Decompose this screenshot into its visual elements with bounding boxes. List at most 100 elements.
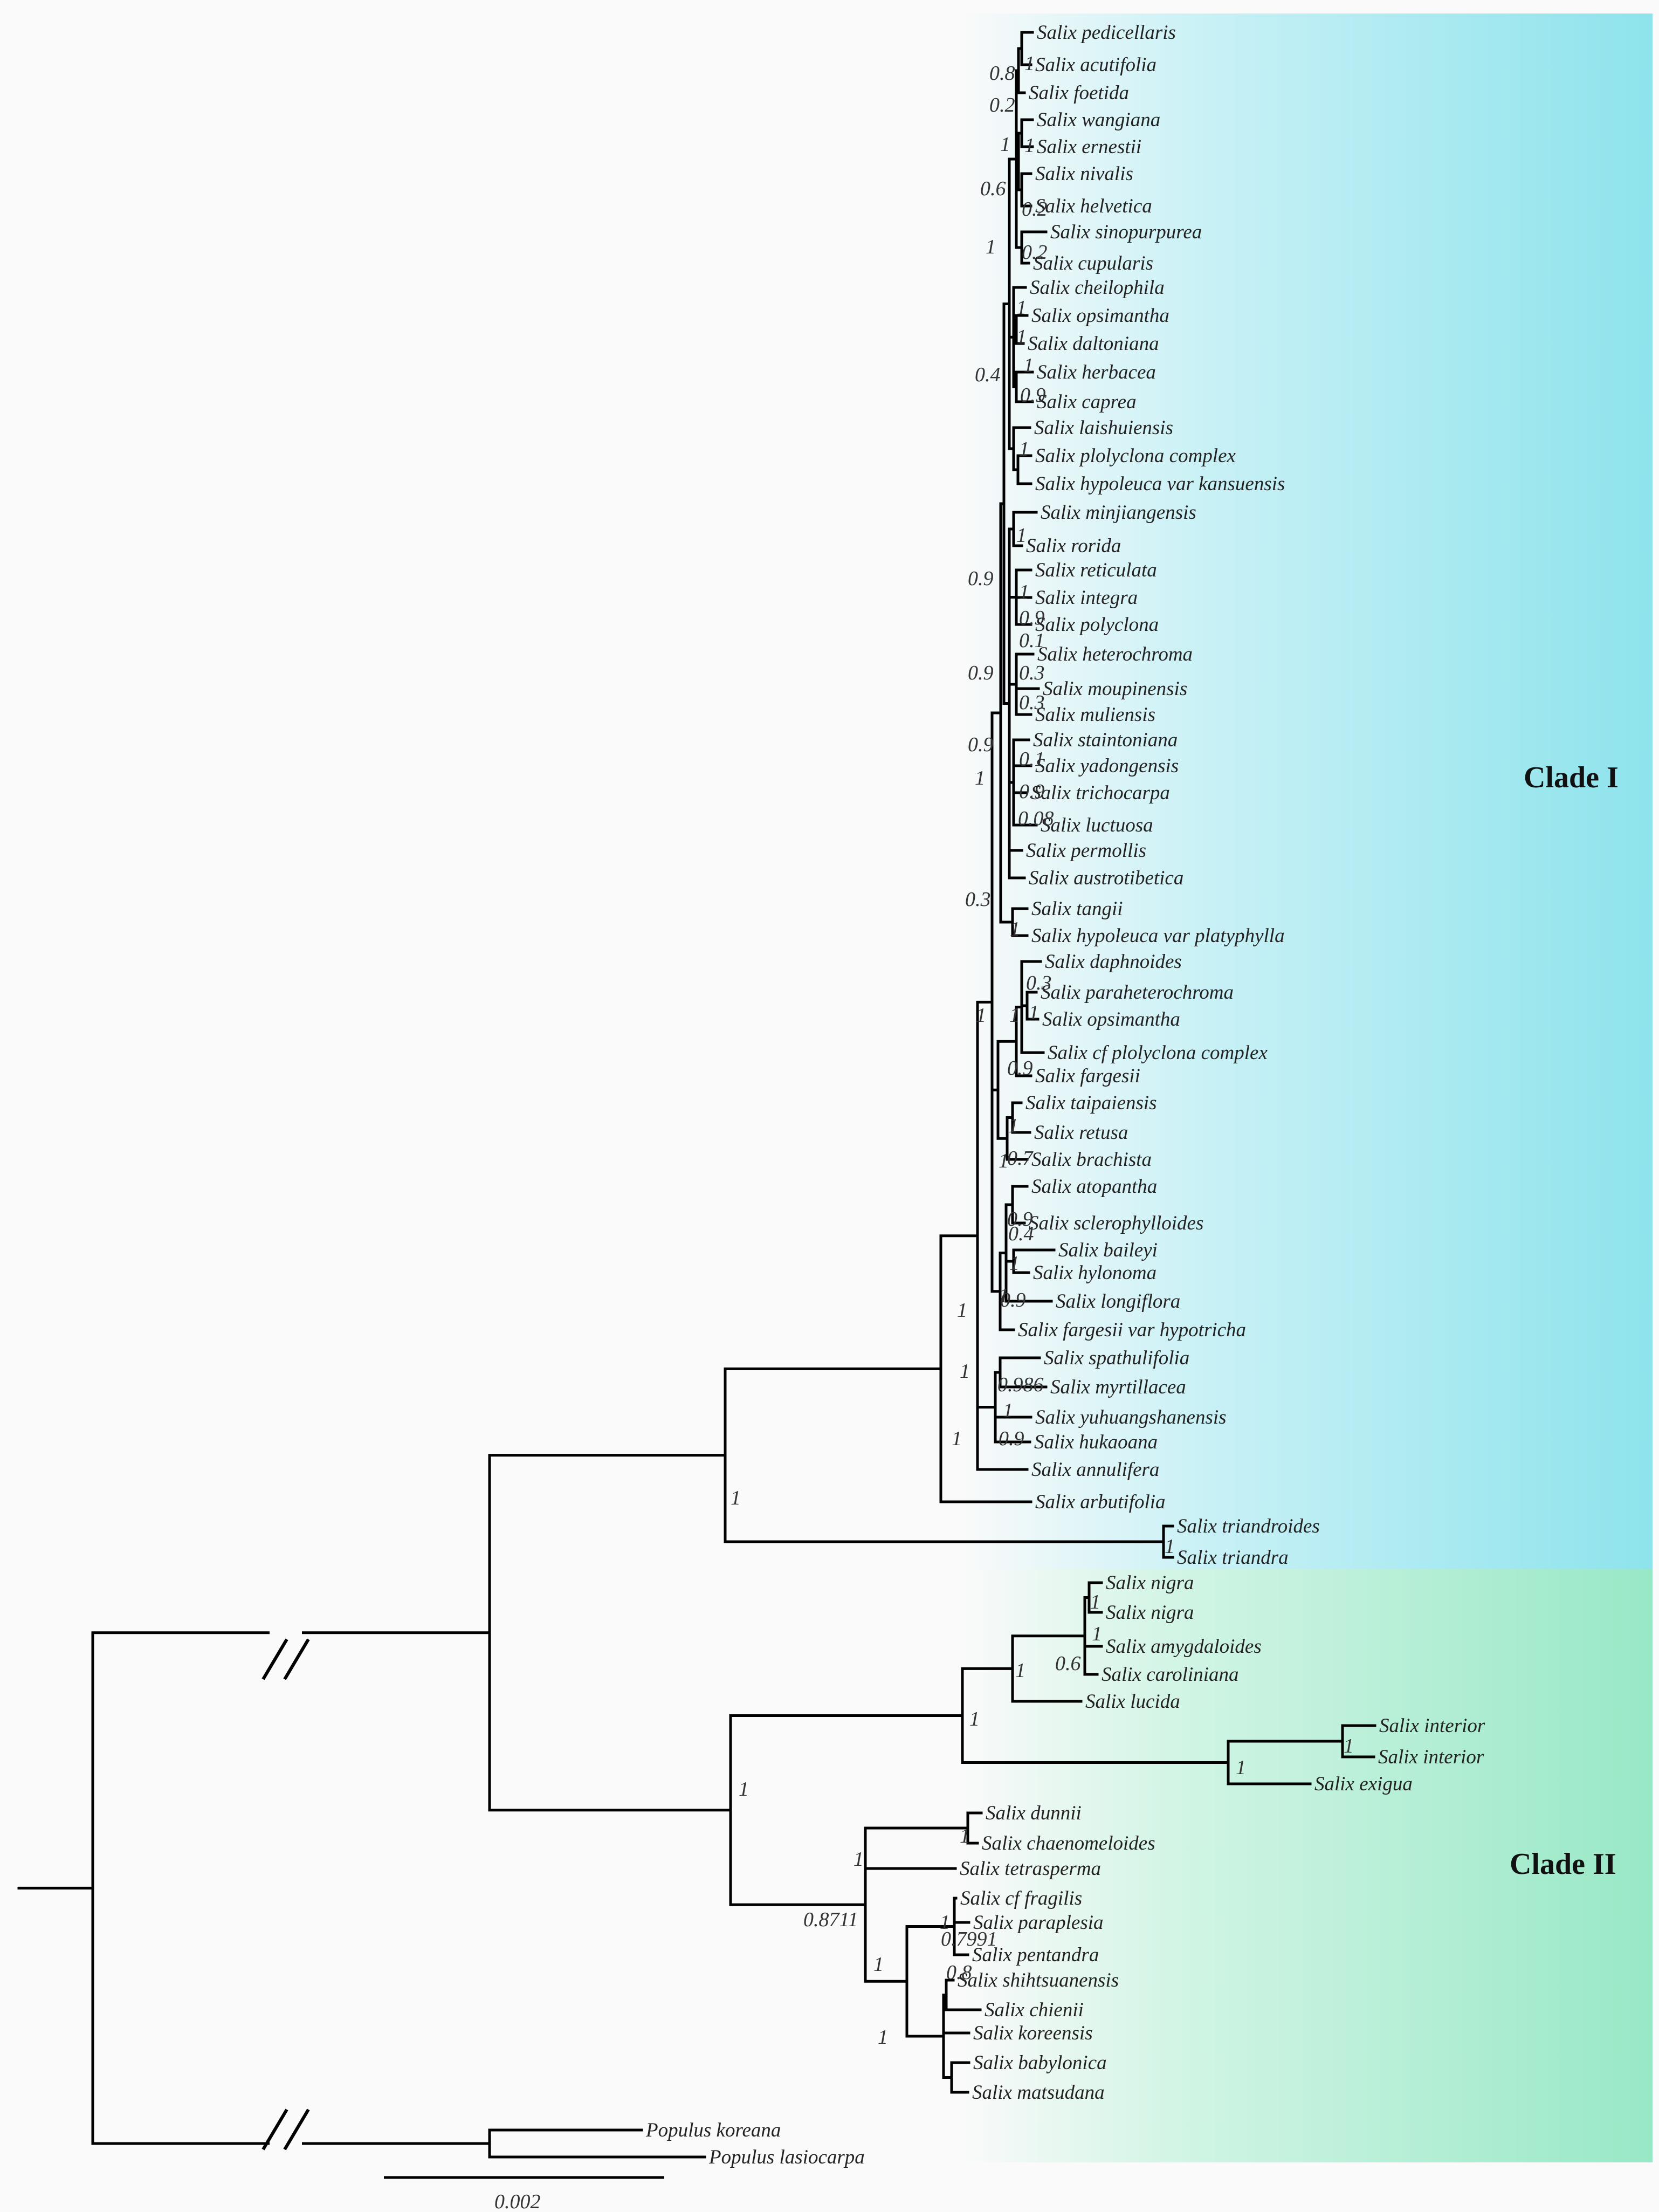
taxon-label: Salix wangiana: [1037, 109, 1160, 131]
support-value: 1: [1092, 1623, 1102, 1645]
taxon-label: Salix arbutifolia: [1035, 1491, 1166, 1513]
clade-1-label: Clade I: [1524, 761, 1619, 794]
support-value: 0.9: [968, 662, 994, 684]
support-value: 1: [1000, 133, 1010, 156]
support-value: 1: [731, 1487, 741, 1509]
taxon-label: Salix exigua: [1314, 1773, 1413, 1795]
tree-branches: [17, 31, 1376, 2159]
taxon-label: Salix daltoniana: [1028, 333, 1159, 355]
support-value: 0.9: [968, 733, 994, 756]
support-value: 1: [1003, 1399, 1013, 1422]
taxon-label: Salix pentandra: [972, 1944, 1099, 1966]
support-value: 1: [940, 1911, 950, 1934]
support-value: 0.3: [1026, 972, 1052, 994]
taxon-label: Salix herbacea: [1037, 361, 1156, 383]
taxon-label: Salix caroliniana: [1102, 1664, 1239, 1686]
taxon-label: Salix foetida: [1029, 82, 1129, 104]
taxon-label: Salix staintoniana: [1033, 729, 1178, 751]
support-value: 0.08: [1018, 807, 1054, 830]
taxon-label: Salix retusa: [1034, 1122, 1128, 1144]
taxon-label: Populus koreana: [645, 2119, 781, 2141]
support-value: 1: [957, 1299, 967, 1322]
taxon-label: Salix dunnii: [986, 1802, 1082, 1824]
support-value: 1: [976, 1004, 986, 1027]
support-value: 1: [878, 2026, 888, 2049]
support-value: 0.2: [1022, 241, 1048, 264]
support-value: 1: [873, 1953, 884, 1976]
support-value: 1: [952, 1427, 962, 1450]
taxon-label: Salix amygdaloides: [1106, 1636, 1262, 1658]
taxon-label: Salix shihtsuanensis: [958, 1969, 1119, 1991]
taxon-label: Salix laishuiensis: [1034, 417, 1173, 439]
support-value: 0.7: [1007, 1147, 1034, 1170]
taxon-label: Salix yadongensis: [1035, 755, 1179, 777]
taxon-label: Salix helvetica: [1035, 195, 1152, 217]
axis-break-mark: [261, 1638, 288, 1680]
support-value: 0.8: [989, 62, 1015, 85]
taxon-label: Salix lucida: [1085, 1691, 1180, 1713]
taxon-label: Salix longiflora: [1056, 1290, 1180, 1313]
taxon-label: Salix atopantha: [1031, 1176, 1157, 1198]
support-value: 1: [1016, 326, 1027, 348]
support-value: 0.9: [1007, 1057, 1033, 1080]
support-value: 0.6: [1055, 1652, 1081, 1675]
taxon-label: Salix reticulata: [1035, 559, 1157, 581]
support-value: 0.8711: [803, 1908, 858, 1931]
support-value: 0.9: [1007, 1208, 1033, 1231]
taxon-label: Salix cheilophila: [1030, 277, 1165, 299]
taxon-label: Salix cf plolyclona complex: [1048, 1042, 1268, 1064]
support-value: 0.3: [1019, 691, 1045, 714]
taxon-label: Salix daphnoides: [1045, 951, 1182, 973]
support-value: 0.7991: [941, 1928, 997, 1950]
support-value: 0.1: [1019, 748, 1045, 771]
axis-break-gap: [270, 2139, 302, 2148]
support-value: 1: [1024, 52, 1035, 75]
taxon-label: Salix permollis: [1026, 840, 1146, 862]
support-value: 0.6: [980, 177, 1006, 200]
taxon-label: Salix cupularis: [1033, 252, 1153, 274]
taxon-label: Salix brachista: [1031, 1149, 1152, 1171]
taxon-label: Salix hylonoma: [1033, 1262, 1157, 1284]
axis-break-mark: [261, 2108, 288, 2151]
taxon-label: Salix hypoleuca var platyphylla: [1031, 925, 1285, 947]
support-value: 1: [1016, 297, 1027, 319]
support-value: 0.9: [1020, 384, 1046, 407]
taxon-label: Salix yuhuangshanensis: [1035, 1406, 1227, 1428]
support-value: 0.2: [1022, 198, 1048, 221]
support-value: 0.8: [946, 1961, 972, 1984]
support-value: 0.9: [1000, 1289, 1026, 1311]
support-value: 0.9: [999, 1427, 1024, 1450]
taxon-label: Salix annulifera: [1031, 1459, 1159, 1481]
support-value: 0.4: [975, 363, 1001, 386]
support-value: 1: [1009, 1252, 1020, 1275]
taxon-label: Salix nigra: [1106, 1572, 1194, 1594]
support-value: 0.9: [1019, 607, 1045, 629]
support-value: 1: [1344, 1735, 1354, 1757]
support-value: 1: [1009, 1004, 1020, 1027]
taxon-label: Salix caprea: [1037, 391, 1137, 413]
taxon-label: Salix cf fragilis: [960, 1887, 1082, 1909]
support-value: 1: [1090, 1591, 1100, 1613]
taxon-label: Salix sclerophylloides: [1029, 1212, 1203, 1234]
taxon-label: Salix opsimantha: [1042, 1008, 1180, 1031]
support-value: 1: [1019, 438, 1029, 461]
taxon-label: Salix polyclona: [1035, 614, 1159, 636]
clade-2-label: Clade II: [1510, 1847, 1616, 1881]
taxon-label: Salix pedicellaris: [1037, 22, 1176, 44]
taxon-label: Salix ernestii: [1037, 136, 1141, 158]
support-value: 1: [999, 1284, 1009, 1307]
support-value: 1: [739, 1778, 749, 1801]
support-value: 1: [975, 767, 985, 789]
taxon-label: Salix muliensis: [1035, 704, 1155, 726]
support-value: 1: [960, 1825, 970, 1847]
taxon-label: Salix fargesii var hypotricha: [1018, 1319, 1246, 1341]
taxon-label: Salix babylonica: [973, 2052, 1107, 2074]
taxon-label: Salix chaenomeloides: [982, 1832, 1155, 1854]
taxon-label: Salix myrtillacea: [1050, 1376, 1186, 1398]
clade-2-band: [960, 1569, 1653, 2162]
support-value: 0.1: [1019, 629, 1045, 652]
taxon-label: Salix trichocarpa: [1031, 782, 1170, 804]
support-value: 1: [1008, 1115, 1018, 1137]
